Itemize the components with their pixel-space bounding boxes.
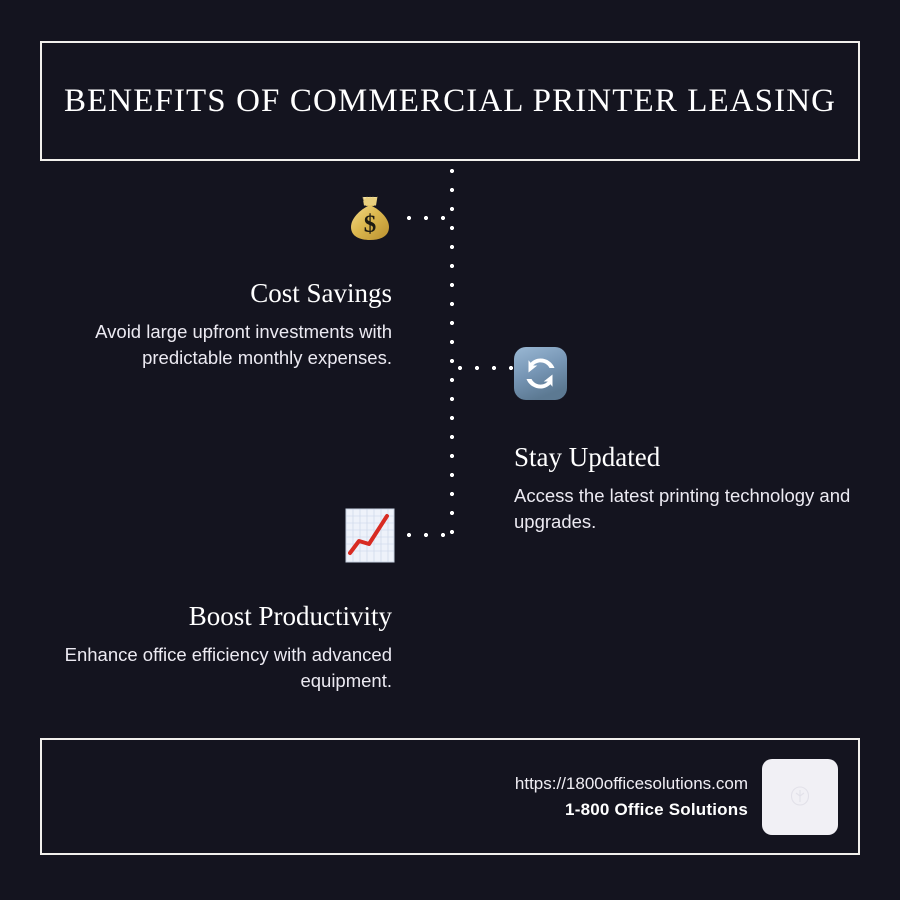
- website-url[interactable]: https://1800officesolutions.com: [514, 774, 748, 793]
- company-logo-placeholder-icon: [762, 758, 838, 835]
- footer-box: https://1800officesolutions.com 1-800 Of…: [40, 738, 860, 855]
- vertical-dotted-connector: [449, 168, 455, 544]
- svg-text:$: $: [364, 211, 377, 238]
- header-box: BENEFITS OF COMMERCIAL PRINTER LEASING: [40, 41, 860, 161]
- benefit-title: Boost Productivity: [188, 601, 392, 631]
- benefit-description: Avoid large upfront investments with pre…: [95, 320, 392, 368]
- benefit-block-boost-productivity: Boost Productivity Enhance office effici…: [32, 601, 392, 694]
- benefit-description: Enhance office efficiency with advanced …: [64, 643, 392, 691]
- money-bag-icon: $: [345, 193, 395, 243]
- dotted-branch-boost-productivity: [406, 532, 456, 538]
- benefit-block-stay-updated: Stay Updated Access the latest printing …: [514, 442, 854, 535]
- footer-content: https://1800officesolutions.com 1-800 Of…: [515, 740, 838, 853]
- benefit-title: Stay Updated: [514, 442, 661, 472]
- benefit-block-cost-savings: Cost Savings Avoid large upfront investm…: [32, 278, 392, 371]
- footer-text-group: https://1800officesolutions.com 1-800 Of…: [515, 771, 748, 822]
- dotted-branch-cost-savings: [406, 215, 456, 221]
- benefit-title: Cost Savings: [250, 278, 392, 308]
- brand-name: 1-800 Office Solutions: [565, 799, 748, 819]
- chart-upward-icon: [345, 508, 395, 563]
- page-title: BENEFITS OF COMMERCIAL PRINTER LEASING: [63, 82, 837, 119]
- sync-refresh-icon: [513, 346, 568, 401]
- benefit-description: Access the latest printing technology an…: [514, 484, 851, 532]
- dotted-branch-stay-updated: [457, 365, 513, 371]
